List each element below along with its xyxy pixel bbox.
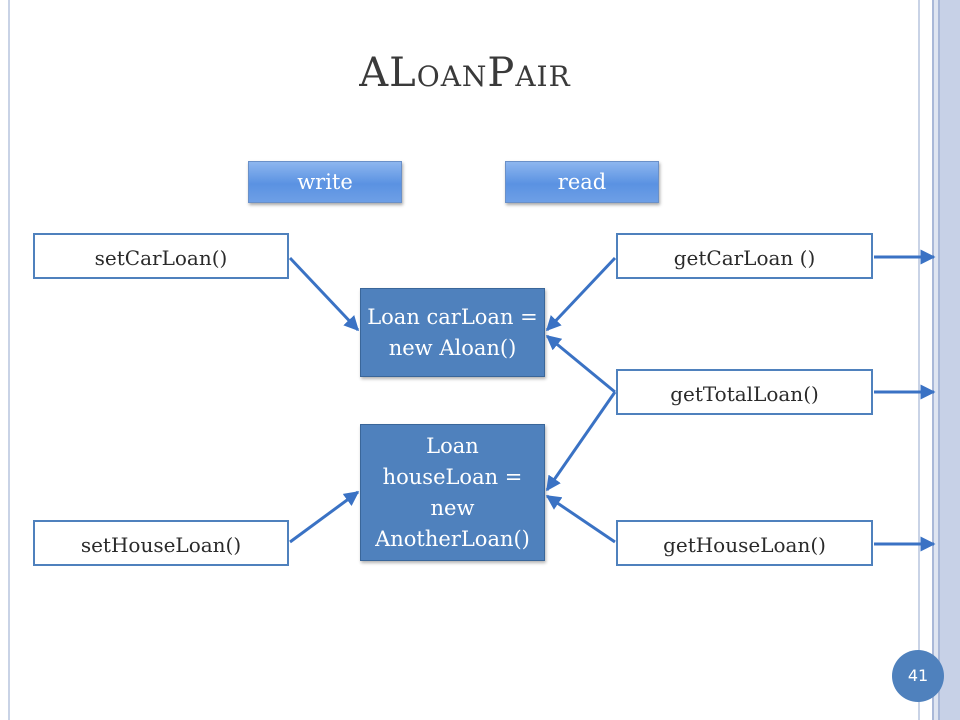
arrow-get-total-to-house [545,391,617,492]
arrow-set-car-loan [288,256,360,332]
set-house-loan-box: setHouseLoan() [33,520,289,566]
read-label: read [505,161,659,203]
set-car-loan-box: setCarLoan() [33,233,289,279]
right-border-line [918,0,920,720]
house-loan-field-box: Loan houseLoan = new AnotherLoan() [360,424,545,561]
get-car-loan-box: getCarLoan () [616,233,873,279]
car-loan-field-label: Loan carLoan = new Aloan() [367,304,538,360]
get-house-loan-box: getHouseLoan() [616,520,873,566]
write-label: write [248,161,402,203]
house-loan-field-label: Loan houseLoan = new AnotherLoan() [375,433,530,551]
arrow-set-house-loan [289,490,360,544]
arrow-get-total-to-car [545,334,616,394]
left-border-line [8,0,10,720]
arrow-get-car-loan [545,256,617,332]
arrow-get-house-loan [545,494,616,544]
right-decorative-band [928,0,960,720]
get-total-loan-box: getTotalLoan() [616,369,873,415]
slide-title: ALoanPair [359,50,571,96]
car-loan-field-box: Loan carLoan = new Aloan() [360,288,545,377]
page-number-badge: 41 [892,650,944,702]
